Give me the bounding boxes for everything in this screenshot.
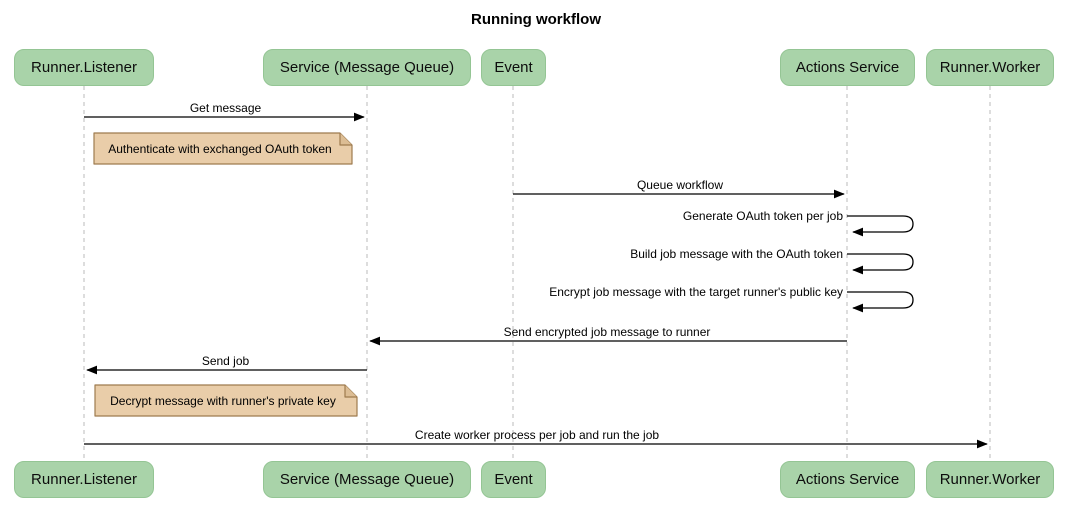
participant-label: Runner.Worker: [939, 471, 1041, 488]
message-label-queue-workflow: Queue workflow: [636, 178, 724, 192]
participant-label: Service (Message Queue): [279, 59, 455, 76]
message-label-send-encrypted-job-message: Send encrypted job message to runner: [503, 325, 711, 339]
participant-label: Service (Message Queue): [279, 471, 455, 488]
participant-bottom-event: Event: [481, 461, 546, 498]
participant-label: Runner.Worker: [939, 59, 1041, 76]
message-label-get-message: Get message: [189, 101, 262, 115]
message-label-send-job: Send job: [201, 354, 250, 368]
note-decrypt: Decrypt message with runner's private ke…: [110, 393, 336, 408]
participant-top-runner-worker: Runner.Worker: [926, 49, 1054, 86]
participant-bottom-service-message-queue: Service (Message Queue): [263, 461, 471, 498]
participant-label: Event: [494, 59, 533, 76]
participant-bottom-actions-service: Actions Service: [780, 461, 915, 498]
participant-top-event: Event: [481, 49, 546, 86]
participant-top-actions-service: Actions Service: [780, 49, 915, 86]
self-arrow-encrypt-job-message: [847, 291, 914, 313]
self-arrow-build-job-message: [847, 253, 914, 275]
participant-label: Actions Service: [795, 471, 900, 488]
self-arrow-generate-oauth-token: [847, 215, 914, 237]
message-label-build-job-message: Build job message with the OAuth token: [630, 247, 843, 261]
note-authenticate: Authenticate with exchanged OAuth token: [108, 141, 332, 156]
participant-top-service-message-queue: Service (Message Queue): [263, 49, 471, 86]
participant-top-runner-listener: Runner.Listener: [14, 49, 154, 86]
diagram-title: Running workflow: [471, 11, 601, 28]
message-label-generate-oauth-token: Generate OAuth token per job: [682, 209, 843, 223]
message-label-encrypt-job-message: Encrypt job message with the target runn…: [549, 285, 843, 299]
participant-label: Runner.Listener: [31, 471, 137, 488]
participant-label: Actions Service: [795, 59, 900, 76]
participant-bottom-runner-listener: Runner.Listener: [14, 461, 154, 498]
note-shape-decrypt: [94, 384, 358, 417]
participant-label: Event: [494, 471, 533, 488]
participant-label: Runner.Listener: [31, 59, 137, 76]
participant-bottom-runner-worker: Runner.Worker: [926, 461, 1054, 498]
note-shape-authenticate: [93, 132, 353, 165]
message-label-create-worker-process: Create worker process per job and run th…: [414, 428, 660, 442]
